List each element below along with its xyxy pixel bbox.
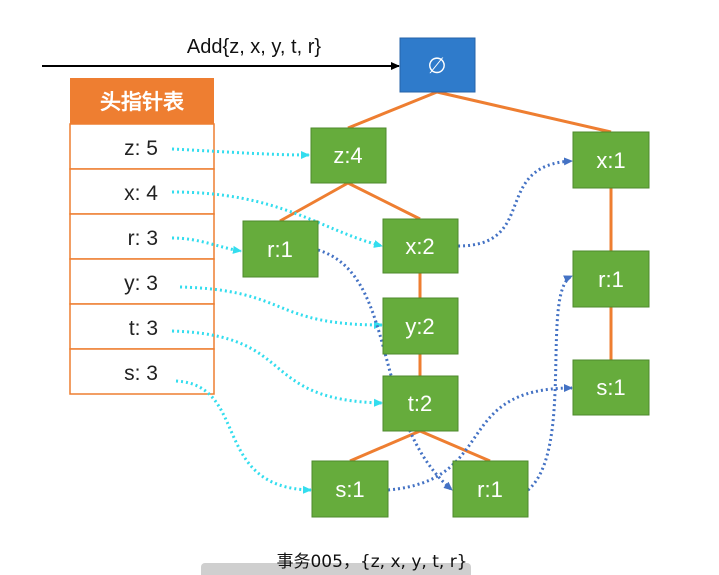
node-s1a-label: s:1 — [335, 477, 364, 502]
node-r1b — [452, 460, 529, 518]
head-row-y: y: 3 — [124, 272, 158, 295]
root-label: ∅ — [427, 53, 446, 78]
tree-nodes: z:4 r:1 x:2 y:2 t:2 s:1 r:1 x:1 r:1 s:1 — [242, 127, 650, 518]
insert-label: Add{z, x, y, t, r} — [187, 36, 321, 58]
head-link-y — [179, 285, 383, 329]
head-link-x — [171, 190, 383, 248]
node-s1b — [572, 359, 650, 416]
node-s1a — [311, 460, 389, 518]
node-x1 — [572, 131, 650, 189]
head-row-z: z: 5 — [124, 137, 158, 160]
node-r1a — [242, 220, 319, 278]
node-link-x2-x1 — [457, 157, 573, 248]
head-row-r: r: 3 — [128, 227, 158, 250]
head-row-x: x: 4 — [124, 182, 158, 205]
node-r1c-label: r:1 — [598, 267, 624, 292]
head-row-t: t: 3 — [129, 317, 158, 340]
edge-root-x1 — [436, 90, 612, 134]
node-t2-label: t:2 — [408, 391, 432, 416]
node-y2-label: y:2 — [405, 314, 434, 339]
caption-bar — [201, 563, 471, 575]
node-link-r1a-r1b — [317, 248, 453, 492]
edge-t2-s1a — [349, 429, 421, 463]
node-z4-label: z:4 — [333, 143, 362, 168]
node-y2 — [382, 297, 459, 355]
head-row-s: s: 3 — [124, 362, 158, 385]
caption: 事务005，{z, x, y, t, r} — [276, 552, 467, 572]
node-links — [317, 157, 573, 492]
head-table-title: 头指针表 — [100, 90, 185, 114]
head-table-title-bg — [70, 78, 214, 124]
head-pointer-links — [171, 147, 383, 494]
head-table: 头指针表 z: 5 x: 4 r: 3 y: 3 t: 3 s: 3 — [69, 78, 215, 395]
root-node: ∅ — [399, 37, 476, 93]
edge-z4-x2 — [347, 181, 421, 221]
node-link-s1a-s1b — [387, 384, 573, 492]
node-r1a-label: r:1 — [267, 237, 293, 262]
head-link-t — [171, 329, 383, 407]
node-link-r1b-r1c — [527, 274, 573, 492]
node-x2 — [382, 218, 459, 274]
node-z4 — [310, 127, 387, 184]
head-link-z — [171, 147, 310, 159]
node-r1b-label: r:1 — [477, 477, 503, 502]
tree-edges — [279, 90, 613, 463]
node-r1c — [572, 250, 650, 308]
edge-z4-r1a — [279, 181, 349, 223]
node-t2 — [382, 375, 459, 432]
node-x2-label: x:2 — [405, 234, 434, 259]
edge-root-z4 — [347, 90, 438, 130]
node-x1-label: x:1 — [596, 148, 625, 173]
edge-t2-r1b — [419, 429, 491, 463]
head-link-s — [175, 379, 312, 494]
node-s1b-label: s:1 — [596, 375, 625, 400]
